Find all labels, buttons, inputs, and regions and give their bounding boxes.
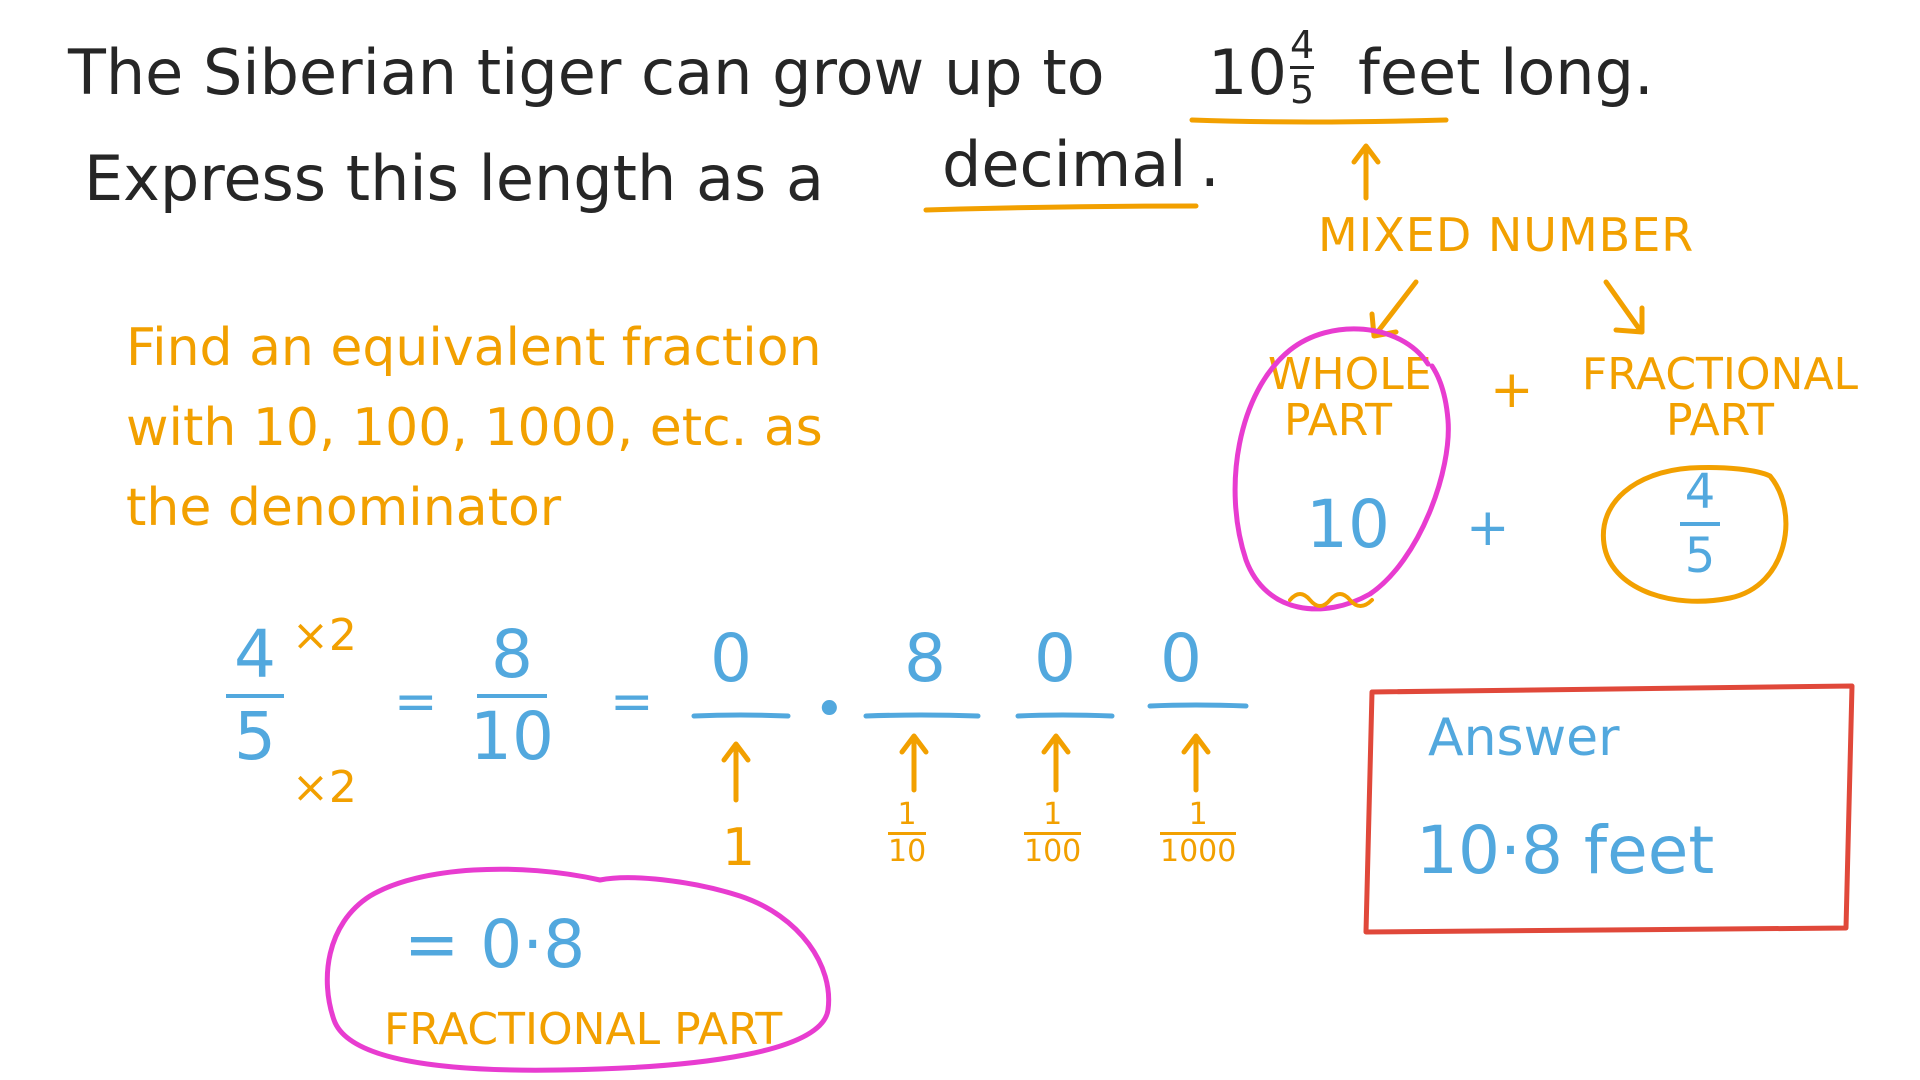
arrow-ones-icon [721, 741, 751, 803]
thousandths-numerator: 1 [1188, 797, 1208, 832]
work-new-numerator: 8 [490, 616, 533, 693]
thousandths-bar [1160, 832, 1237, 835]
place-tenths-label: 1 10 [888, 797, 927, 869]
fractional-part-bar [1680, 522, 1720, 526]
fractional-part-denominator: 5 [1684, 528, 1716, 584]
arrow-up-icon [1351, 143, 1381, 201]
problem-line2-text: Express this length as a [84, 142, 824, 215]
hint-line3: the denominator [126, 478, 562, 538]
plus-sign-values: + [1466, 498, 1510, 558]
problem-unit: feet long. [1358, 36, 1654, 109]
digit-underline-thousandths [1147, 702, 1249, 709]
whole-part-value: 10 [1306, 486, 1390, 563]
place-thousandths-label: 1 1000 [1160, 797, 1237, 869]
digit-underline-ones [691, 712, 791, 719]
place-hundredths-label: 1 100 [1024, 797, 1082, 869]
fractional-part-label: FRACTIONAL PART [1581, 349, 1859, 447]
tenths-denominator: 10 [888, 834, 927, 869]
digit-thousandths: 0 [1160, 620, 1202, 697]
problem-numerator: 4 [1290, 23, 1315, 67]
answer-label: Answer [1428, 708, 1620, 768]
tenths-numerator: 1 [897, 797, 917, 832]
hundredths-bar [1024, 832, 1082, 835]
work-fraction-new: 8 10 [470, 622, 554, 770]
whole-part-label: WHOLE PART [1268, 349, 1432, 447]
digit-underline-hundredths [1015, 712, 1115, 719]
problem-denominator: 5 [1290, 68, 1315, 112]
hundredths-numerator: 1 [1043, 797, 1063, 832]
multiplier-bottom: ×2 [292, 762, 357, 813]
mixed-number-title: MIXED NUMBER [1318, 208, 1695, 262]
hundredths-denominator: 100 [1024, 834, 1082, 869]
multiplier-top: ×2 [292, 610, 357, 661]
problem-line2-end: . [1200, 128, 1220, 201]
answer-value: 10·8 feet [1416, 812, 1715, 889]
problem-line1-text: The Siberian tiger can grow up to [68, 36, 1105, 109]
digit-hundredths: 0 [1034, 620, 1076, 697]
whole-part-squiggle [1288, 592, 1374, 608]
work-new-denominator: 10 [470, 698, 554, 775]
tenths-bar [888, 832, 927, 835]
equals-sign-2: = [610, 672, 654, 732]
problem-fraction-bar [1290, 66, 1315, 69]
fractional-part-value: 4 5 [1680, 468, 1720, 580]
work-new-fraction-bar [476, 694, 547, 698]
work-fraction-bar [226, 694, 284, 698]
arrow-to-fraction-icon [1603, 279, 1645, 335]
equals-sign-1: = [394, 672, 438, 732]
arrow-thousandths-icon [1181, 733, 1211, 793]
decimal-point: • [814, 680, 845, 740]
digit-ones: 0 [710, 620, 752, 697]
arrow-hundredths-icon [1041, 733, 1071, 793]
underline-mixed-number [1189, 117, 1449, 125]
work-numerator: 4 [234, 616, 276, 693]
fractional-part-numerator: 4 [1684, 464, 1716, 520]
arrow-to-whole-icon [1369, 279, 1419, 339]
hint-line2: with 10, 100, 1000, etc. as [126, 398, 823, 458]
work-fraction-original: 4 5 [226, 622, 284, 770]
place-ones-label: 1 [722, 818, 756, 878]
result-value: = 0·8 [404, 906, 586, 983]
work-denominator: 5 [234, 698, 276, 775]
problem-whole: 10 [1208, 36, 1287, 109]
underline-decimal [923, 203, 1199, 213]
arrow-tenths-icon [899, 733, 929, 793]
problem-keyword: decimal [942, 128, 1187, 201]
digit-underline-tenths [863, 712, 981, 719]
result-label: FRACTIONAL PART [384, 1004, 783, 1055]
problem-fraction: 4 5 [1290, 23, 1315, 112]
plus-sign-labels: + [1490, 360, 1534, 420]
thousandths-denominator: 1000 [1160, 834, 1237, 869]
digit-tenths: 8 [904, 620, 946, 697]
hint-line1: Find an equivalent fraction [126, 318, 822, 378]
